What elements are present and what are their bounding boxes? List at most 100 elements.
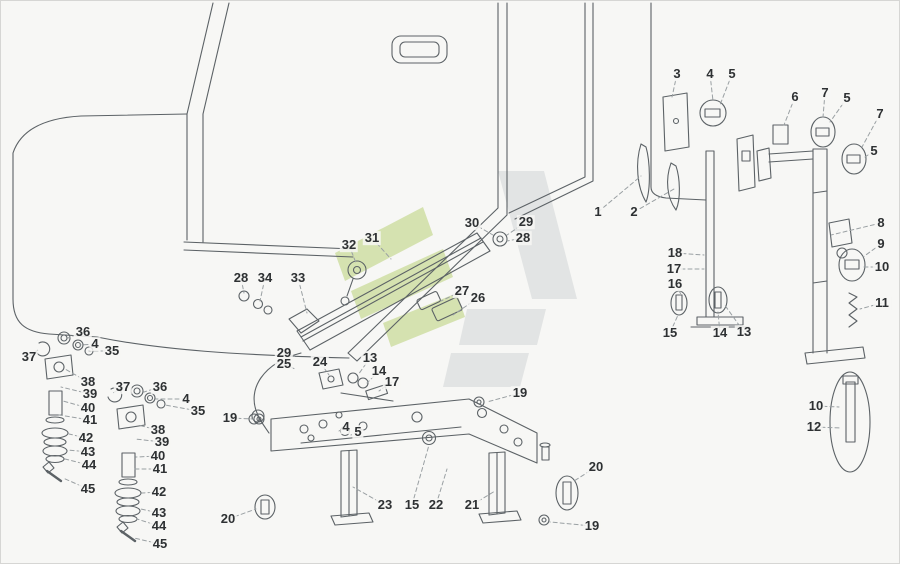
callout-4: 4 bbox=[704, 66, 716, 82]
callout-44: 44 bbox=[79, 457, 99, 473]
callout-4: 4 bbox=[340, 419, 352, 435]
callout-2: 2 bbox=[628, 204, 640, 220]
callout-39: 39 bbox=[152, 434, 172, 450]
callout-39: 39 bbox=[80, 386, 100, 402]
callout-36: 36 bbox=[73, 324, 93, 340]
callout-21: 21 bbox=[462, 497, 482, 513]
leader-line-13 bbox=[723, 303, 745, 333]
leader-line-8 bbox=[830, 222, 882, 236]
leader-line-20 bbox=[227, 508, 257, 520]
leader-line-5 bbox=[829, 97, 848, 123]
callout-35: 35 bbox=[102, 343, 122, 359]
callout-17: 17 bbox=[664, 261, 684, 277]
leader-line-12 bbox=[813, 426, 842, 429]
callout-38: 38 bbox=[78, 374, 98, 390]
callout-12: 12 bbox=[804, 419, 824, 435]
leader-line-39 bbox=[60, 386, 91, 395]
leader-line-19 bbox=[486, 392, 521, 403]
callout-3: 3 bbox=[671, 66, 683, 82]
callout-34: 34 bbox=[255, 270, 275, 286]
callout-1: 1 bbox=[592, 204, 604, 220]
leader-line-4 bbox=[709, 73, 714, 102]
callout-20: 20 bbox=[586, 459, 606, 475]
callout-11: 11 bbox=[873, 295, 891, 311]
callout-18: 18 bbox=[665, 245, 685, 261]
callout-19: 19 bbox=[220, 410, 240, 426]
callout-29: 29 bbox=[274, 345, 294, 361]
leader-line-41 bbox=[58, 414, 91, 421]
callout-36: 36 bbox=[150, 379, 170, 395]
callout-31: 31 bbox=[362, 230, 382, 246]
leader-line-15 bbox=[411, 444, 430, 506]
callout-14: 14 bbox=[710, 325, 730, 341]
callout-42: 42 bbox=[149, 484, 169, 500]
leader-line-22 bbox=[435, 468, 448, 506]
callout-15: 15 bbox=[402, 497, 422, 513]
callout-26: 26 bbox=[468, 290, 488, 306]
leader-line-5 bbox=[719, 73, 733, 106]
callout-13: 13 bbox=[360, 350, 380, 366]
callout-43: 43 bbox=[78, 444, 98, 460]
callout-5: 5 bbox=[868, 143, 880, 159]
leader-line-18 bbox=[674, 252, 705, 256]
damper-stack-right bbox=[107, 384, 166, 543]
callout-28: 28 bbox=[231, 270, 251, 286]
pillar-assembly bbox=[804, 148, 866, 365]
callout-42: 42 bbox=[76, 430, 96, 446]
leader-line-2 bbox=[633, 188, 675, 213]
wiper-arm bbox=[238, 231, 508, 351]
callout-37: 37 bbox=[113, 379, 133, 395]
callout-5: 5 bbox=[352, 424, 364, 440]
callout-40: 40 bbox=[78, 400, 98, 416]
leader-line-6 bbox=[783, 96, 796, 126]
callout-13: 13 bbox=[734, 324, 754, 340]
leader-line-45 bbox=[62, 477, 89, 490]
callout-37: 37 bbox=[19, 349, 39, 365]
leader-line-35 bbox=[164, 404, 199, 412]
callout-5: 5 bbox=[726, 66, 738, 82]
spring-coil bbox=[848, 292, 858, 328]
callout-10: 10 bbox=[872, 259, 892, 275]
callout-27: 27 bbox=[452, 283, 472, 299]
callout-43: 43 bbox=[149, 505, 169, 521]
callout-35: 35 bbox=[188, 403, 208, 419]
callout-32: 32 bbox=[339, 237, 359, 253]
callout-6: 6 bbox=[789, 89, 801, 105]
callout-24: 24 bbox=[310, 354, 330, 370]
callout-19: 19 bbox=[510, 385, 530, 401]
seal-strips-and-plate bbox=[637, 92, 690, 211]
callout-20: 20 bbox=[218, 511, 238, 527]
linkage-parts bbox=[340, 372, 394, 402]
callout-38: 38 bbox=[148, 422, 168, 438]
callout-45: 45 bbox=[78, 481, 98, 497]
callout-30: 30 bbox=[462, 215, 482, 231]
leader-line-1 bbox=[597, 175, 642, 213]
callout-23: 23 bbox=[375, 497, 395, 513]
callout-28: 28 bbox=[513, 230, 533, 246]
callout-22: 22 bbox=[426, 497, 446, 513]
callout-14: 14 bbox=[369, 363, 389, 379]
callout-33: 33 bbox=[288, 270, 308, 286]
callout-7: 7 bbox=[874, 106, 886, 122]
callout-19: 19 bbox=[582, 518, 602, 534]
long-bolt-detail bbox=[829, 371, 871, 473]
callout-4: 4 bbox=[89, 336, 101, 352]
leader-line-31 bbox=[371, 237, 392, 260]
leader-line-23 bbox=[352, 486, 386, 506]
callout-8: 8 bbox=[875, 215, 887, 231]
callout-16: 16 bbox=[665, 276, 685, 292]
hinge-bracket bbox=[736, 124, 814, 192]
callout-17: 17 bbox=[382, 374, 402, 390]
callout-5: 5 bbox=[841, 90, 853, 106]
leader-line-26 bbox=[452, 297, 479, 316]
callout-40: 40 bbox=[148, 448, 168, 464]
callout-45: 45 bbox=[150, 536, 170, 552]
callout-44: 44 bbox=[149, 518, 169, 534]
leader-line-33 bbox=[297, 277, 308, 314]
leader-line-7 bbox=[861, 113, 881, 148]
callout-4: 4 bbox=[180, 391, 192, 407]
callout-9: 9 bbox=[875, 236, 887, 252]
mounting-bracket bbox=[253, 396, 551, 526]
callout-7: 7 bbox=[819, 85, 831, 101]
